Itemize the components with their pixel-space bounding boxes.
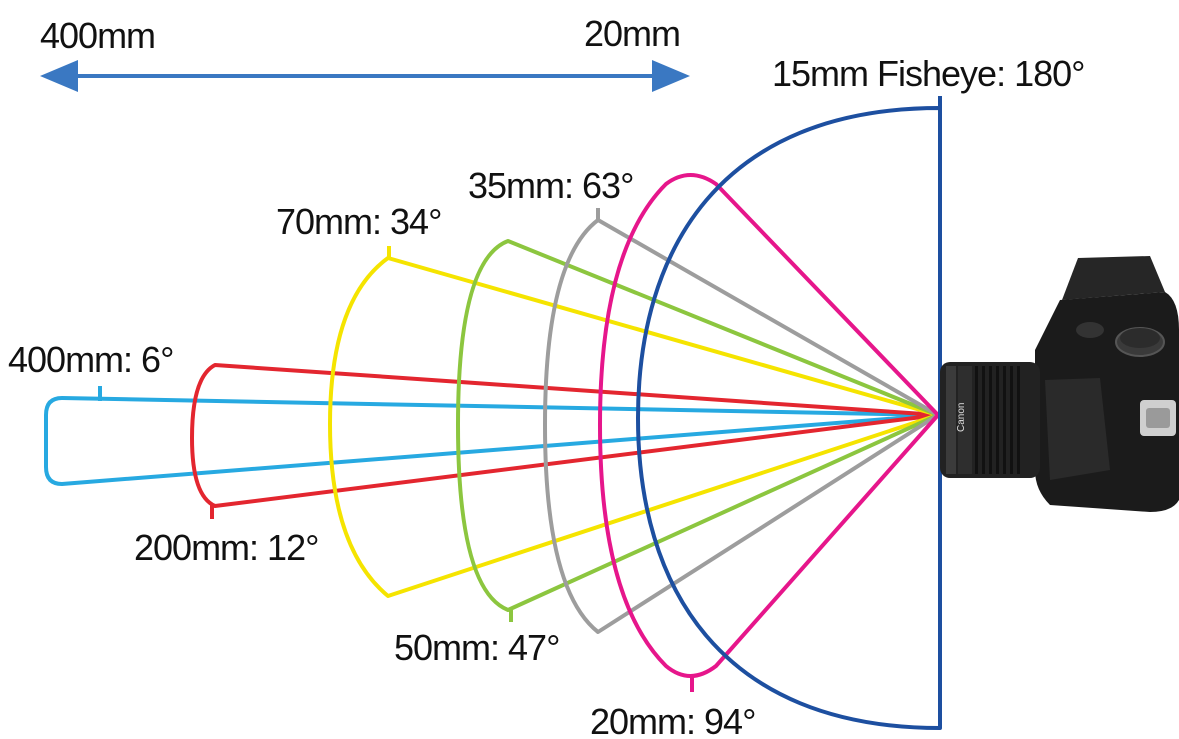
dslr-camera-icon: Canon (940, 256, 1179, 512)
label-50mm: 50mm: 47° (394, 627, 559, 668)
label-400mm: 400mm: 6° (8, 339, 173, 380)
label-200mm: 200mm: 12° (134, 527, 318, 568)
fov-shape-20mm (598, 173, 940, 678)
arrowhead-left-icon (40, 60, 78, 92)
fov-shape-400mm (44, 396, 940, 486)
range-left-label: 400mm (40, 15, 155, 56)
arrowhead-right-icon (652, 60, 690, 92)
fov-shape-70mm (328, 256, 940, 598)
label-70mm: 70mm: 34° (276, 201, 441, 242)
lens-brand-text: Canon (956, 403, 967, 432)
fov-shape-15mm-fisheye (636, 106, 942, 730)
fov-shape-35mm (543, 218, 940, 634)
label-ticks (98, 96, 942, 692)
label-15mm-fisheye: 15mm Fisheye: 180° (772, 53, 1085, 94)
focal-range-arrow (40, 60, 690, 92)
fov-shapes (44, 106, 942, 730)
label-20mm: 20mm: 94° (590, 701, 755, 739)
label-35mm: 35mm: 63° (468, 165, 633, 206)
fov-shape-200mm (190, 363, 940, 508)
fov-shape-50mm (456, 239, 940, 612)
range-right-label: 20mm (584, 13, 680, 54)
